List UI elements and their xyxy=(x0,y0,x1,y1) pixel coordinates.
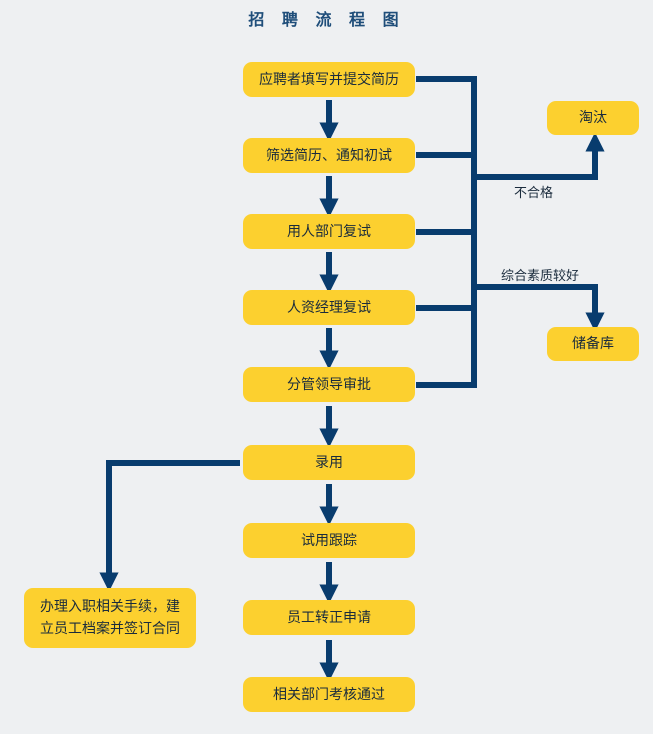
label-good-quality: 综合素质较好 xyxy=(501,269,580,284)
step-assessment-passed: 相关部门考核通过 xyxy=(243,677,415,712)
step-leader-approval: 分管领导审批 xyxy=(243,367,415,402)
step-probation-tracking: 试用跟踪 xyxy=(243,523,415,558)
step-screen-resume: 筛选简历、通知初试 xyxy=(243,138,415,173)
outcome-reserve: 储备库 xyxy=(547,327,639,361)
arrow-to-onboard xyxy=(99,460,240,592)
arrow-to-reserve xyxy=(474,284,605,332)
outcome-onboard: 办理入职相关手续，建立员工档案并签订合同 xyxy=(24,588,196,648)
step-dept-interview: 用人部门复试 xyxy=(243,214,415,249)
step-hire: 录用 xyxy=(243,445,415,480)
outcome-reject: 淘汰 xyxy=(547,101,639,135)
arrow-to-reject xyxy=(474,132,605,180)
step-hr-interview: 人资经理复试 xyxy=(243,290,415,325)
page-title: 招 聘 流 程 图 xyxy=(248,10,405,29)
label-fail: 不合格 xyxy=(514,186,554,201)
step-regularization-request: 员工转正申请 xyxy=(243,600,415,635)
step-submit-resume: 应聘者填写并提交简历 xyxy=(243,62,415,97)
